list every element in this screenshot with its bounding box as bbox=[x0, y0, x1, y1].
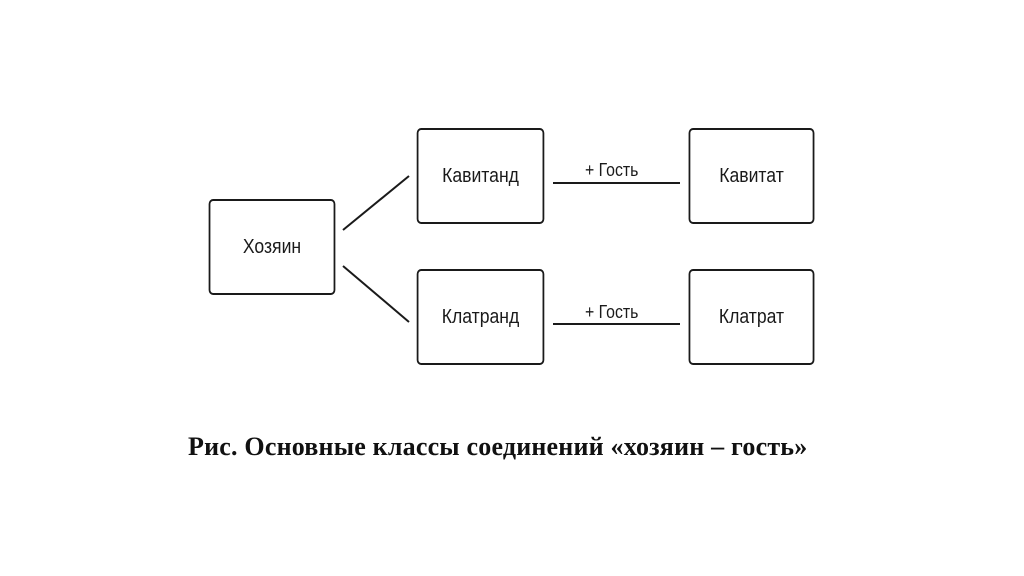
edge-label-guest-bottom: + Гость bbox=[585, 302, 639, 322]
node-clatrat-label: Клатрат bbox=[718, 305, 785, 328]
edge-host-clatrand bbox=[342, 265, 410, 323]
node-clatrand-label: Клатранд bbox=[441, 305, 520, 328]
node-clatrat: Клатрат bbox=[688, 269, 815, 365]
node-cavitat-label: Кавитат bbox=[719, 164, 784, 187]
node-cavitat: Кавитат bbox=[688, 128, 815, 224]
edge-host-cavitand bbox=[342, 175, 410, 231]
node-host: Хозяин bbox=[208, 199, 336, 295]
figure-caption: Рис. Основные классы соединений «хозяин … bbox=[188, 432, 808, 461]
node-host-label: Хозяин bbox=[242, 235, 302, 258]
node-cavitand: Кавитанд bbox=[416, 128, 545, 224]
node-cavitand-label: Кавитанд bbox=[442, 164, 519, 187]
edge-label-guest-top: + Гость bbox=[585, 160, 639, 180]
node-clatrand: Клатранд bbox=[416, 269, 545, 365]
